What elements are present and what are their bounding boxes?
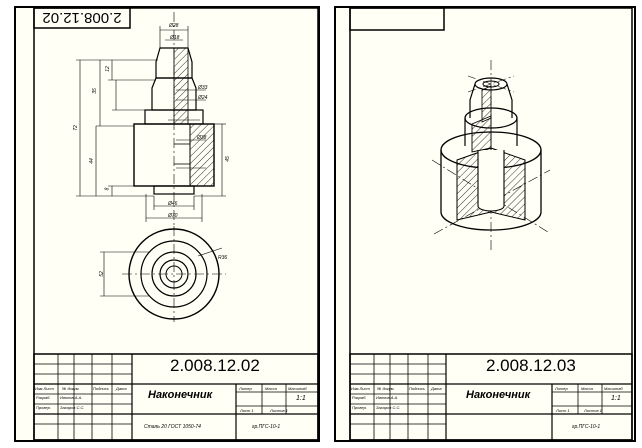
sheet-2-col-scale: Масштаб [604,386,623,391]
front-view-dimensions [76,26,226,222]
sheet-1-prov-name: Захаров С.С. [60,405,85,410]
sheet-2-razrab-name: Ивонов А.А. [376,395,399,400]
dim-d-bore: Ø38 [197,135,207,141]
sheet-2-col-lit: Литер [555,386,568,391]
sheet-2-scale: 1:1 [611,395,621,402]
sheet-1-col-date: Дата [116,386,127,391]
sheet-2-title-block [349,353,633,441]
isometric-section-view [431,60,551,250]
sheet-1-code-box [33,7,131,29]
dim-h-45: 45 [224,156,231,162]
sheet-2-col-izm: Изм.Лист [351,386,370,391]
sheet-1-row-razrab: Разраб. [36,395,51,400]
sheet-1-material: Сталь 20 ГОСТ 1050-74 [144,424,201,430]
sheet-2-sheets-label: Листов 1 [584,408,602,413]
sheet-2-col-mass: Масса [581,386,593,391]
sheet-2-part-name: Наконечник [466,389,531,401]
sheet-1-scale: 1:1 [296,395,306,402]
sheet-1-designation: 2.008.12.02 [170,356,260,375]
dim-h-52: 52 [98,271,105,277]
dim-r-36: R36 [218,255,228,261]
sheet-2-prov-name: Захаров С.С. [376,405,401,410]
sheet-1-sheet-label: Лист 1 [240,408,254,413]
sheet-1-col-scale: Масштаб [288,386,307,391]
sheet-2-group: гр.ПГС-10-1 [572,424,601,430]
body-base [153,185,195,195]
sheet-1-col-sign: Подпись [93,386,109,391]
sheet-1-col-izm: Изм.Лист [35,386,54,391]
dim-h-72: 72 [72,125,79,131]
sheet-1-sheets-label: Листов 1 [270,408,288,413]
sheet-2-col-doc: № докум. [377,386,395,391]
dim-d-base: Ø46 [168,201,178,207]
sheet-1-rotated-code: 2.008.12.02 [42,9,122,26]
dim-d-top: Ø28 [169,23,179,29]
sheet-2-designation: 2.008.12.03 [486,356,576,375]
sheet-1-row-prov: Провер. [36,405,51,410]
drawing-sheet-1[interactable] [14,6,320,442]
sheet-1-col-mass: Масса [265,386,277,391]
dim-h-8: 8 [104,187,111,191]
sheet-1-group: гр.ПГС-10-1 [252,424,281,430]
dim-h-35: 35 [91,88,98,94]
body-section-hatch [189,123,215,187]
dim-h-12: 12 [104,66,111,72]
sheet-2-col-date: Дата [431,386,442,391]
sheet-1-col-doc: № докум. [62,386,80,391]
dim-d-bottom: Ø70 [168,213,178,219]
dim-h-44: 44 [88,158,95,164]
dim-d-18: Ø18 [170,35,180,41]
sheet-2-row-prov: Провер. [352,405,367,410]
top-view [100,226,226,322]
sheet-2-col-sign: Подпись [409,386,425,391]
dim-d-33: Ø33 [198,85,208,91]
sheet-1-title-block [33,353,319,441]
sheet-2-row-razrab: Разраб. [352,395,367,400]
sheet-1-part-name: Наконечник [148,389,213,401]
dim-d-24: Ø24 [198,95,208,101]
nozzle-section-hatch [173,47,189,125]
sheet-2-sheet-label: Лист 1 [556,408,570,413]
sheet-2-corner-box [349,7,445,31]
sheet-1-col-lit: Литер [239,386,252,391]
sheet-1-razrab-name: Ивонов А.А. [60,395,83,400]
